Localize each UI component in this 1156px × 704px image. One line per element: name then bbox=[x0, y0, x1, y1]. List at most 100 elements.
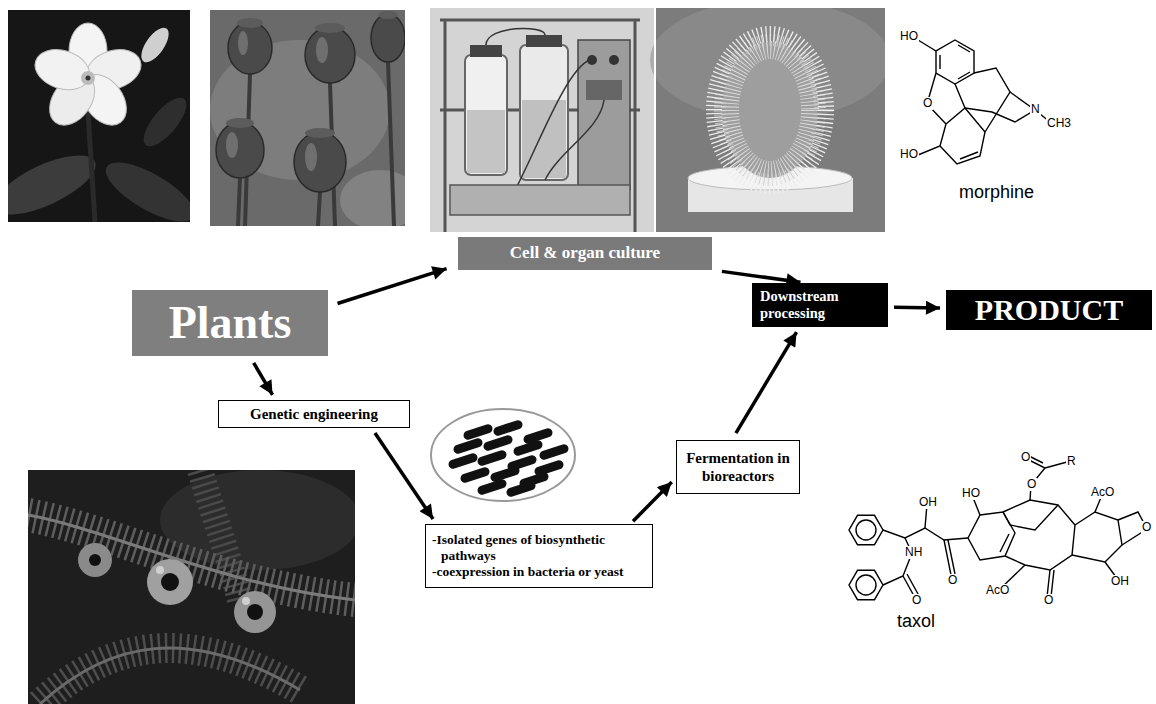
node-text: PRODUCT bbox=[954, 292, 1144, 328]
bacteria-illustration-part-part bbox=[482, 434, 513, 452]
morphine-structure bbox=[918, 40, 1050, 164]
process-box: Genetic engineering bbox=[218, 400, 410, 428]
atom-label: AcO bbox=[1090, 486, 1115, 499]
bioreactor-photo-part bbox=[730, 50, 810, 170]
yew-photo bbox=[28, 470, 355, 704]
process-box: -Isolated genes of biosynthetic pathways… bbox=[425, 524, 653, 588]
taxol-structure-part bbox=[1003, 505, 1058, 530]
periwinkle-photo-part bbox=[88, 112, 95, 222]
bioreactor-photo-part bbox=[609, 55, 619, 65]
periwinkle-photo bbox=[8, 10, 190, 222]
periwinkle-photo-part bbox=[136, 23, 174, 66]
morphine-structure-part bbox=[974, 68, 1010, 132]
bacteria-illustration-part-part bbox=[489, 465, 520, 483]
taxol-structure-part bbox=[849, 515, 883, 544]
node-text: Genetic engineering bbox=[227, 405, 401, 423]
taxol-structure-part bbox=[856, 520, 876, 540]
flow-arrow bbox=[894, 306, 940, 310]
yew-photo-part bbox=[40, 648, 300, 704]
flow-arrow bbox=[338, 269, 447, 304]
atom-label: NH bbox=[904, 546, 923, 559]
bacteria-illustration-part-part bbox=[476, 478, 507, 496]
compound-name: morphine bbox=[958, 183, 1035, 203]
poppy-photo-part bbox=[216, 122, 264, 178]
poppy-photo-part bbox=[237, 18, 263, 28]
compound-name: taxol bbox=[896, 612, 936, 632]
node-text: -coexpression in bacteria or yeast bbox=[432, 564, 646, 580]
taxol-structure-part bbox=[944, 540, 955, 575]
atom-label: HO bbox=[899, 30, 919, 43]
atom-label: O bbox=[947, 574, 958, 587]
node-text: Plants bbox=[140, 295, 320, 350]
periwinkle-photo-part bbox=[98, 151, 190, 222]
morphine-structure-part bbox=[940, 45, 970, 79]
bacteria-illustration-part bbox=[447, 419, 569, 498]
atom-label: O bbox=[1043, 594, 1054, 607]
morphine-structure-part bbox=[940, 108, 985, 164]
flow-arrow bbox=[633, 482, 672, 521]
yew-photo-part bbox=[247, 604, 263, 620]
yew-photo-part bbox=[234, 591, 276, 633]
morphine-structure-part bbox=[955, 84, 965, 108]
bioreactor-photo-part bbox=[467, 110, 505, 173]
atom-label: O bbox=[1020, 451, 1031, 464]
atom-label: O bbox=[911, 594, 922, 607]
morphine-structure-part bbox=[965, 108, 1035, 122]
bacteria-illustration-part-part bbox=[462, 423, 493, 441]
poppy-photo bbox=[210, 10, 405, 226]
taxol-structure-part bbox=[1027, 456, 1067, 500]
atom-label: N bbox=[1030, 103, 1041, 116]
morphine-structure-part bbox=[936, 40, 974, 84]
taxol-structure-part bbox=[1000, 534, 1009, 552]
poppy-photo-part bbox=[316, 37, 328, 63]
bioreactor-photo-part bbox=[440, 20, 640, 232]
yew-photo-part bbox=[40, 648, 300, 704]
poppy-photo-part bbox=[238, 31, 248, 55]
atom-label: R bbox=[1066, 455, 1077, 468]
bacteria-illustration bbox=[431, 409, 575, 501]
poppy-photo-part bbox=[228, 22, 272, 74]
yew-photo-part bbox=[147, 559, 193, 605]
bioreactor-photo-part bbox=[486, 28, 604, 210]
bacteria-illustration-part-part bbox=[447, 452, 478, 470]
bacteria-illustration-part-part bbox=[492, 419, 523, 437]
process-box: Downstream processing bbox=[752, 283, 888, 327]
periwinkle-photo-part-part bbox=[81, 71, 95, 85]
poppy-photo-part bbox=[305, 27, 355, 83]
flow-arrow bbox=[736, 332, 797, 433]
poppy-photo-part bbox=[226, 118, 254, 128]
poppy-photo-part bbox=[305, 128, 335, 138]
poppy-photo-part bbox=[315, 23, 345, 33]
atom-label: OH bbox=[1110, 575, 1130, 588]
node-text: -Isolated genes of biosynthetic pathways bbox=[432, 532, 646, 564]
poppy-photo-part bbox=[305, 143, 317, 171]
bioreactor-photo-part bbox=[430, 8, 655, 232]
morphine-structure-part bbox=[918, 124, 946, 155]
poppy-photo-part bbox=[371, 14, 405, 62]
taxol-structure-part bbox=[1072, 512, 1122, 562]
bacteria-illustration-part-part bbox=[512, 439, 543, 457]
source-box: Plants bbox=[132, 290, 328, 356]
bioreactor-photo-part bbox=[465, 55, 507, 175]
taxol-structure-part bbox=[856, 575, 876, 595]
morphine-structure-part bbox=[918, 40, 936, 51]
yew-photo-part bbox=[161, 573, 179, 591]
taxol-structure-part bbox=[849, 570, 883, 599]
yew-photo-part bbox=[156, 566, 164, 574]
atom-label: OH bbox=[918, 496, 938, 509]
bioreactor-photo-part bbox=[450, 185, 630, 215]
poppy-photo-part bbox=[294, 132, 346, 192]
atom-label: HO bbox=[961, 487, 981, 500]
atom-label: AcO bbox=[985, 584, 1010, 597]
taxol-structure-part bbox=[1047, 570, 1054, 597]
yew-photo-part bbox=[89, 554, 101, 566]
periwinkle-photo-part-part bbox=[86, 76, 91, 81]
morphine-structure-part bbox=[960, 152, 978, 159]
taxol-structure-part bbox=[968, 512, 1015, 560]
atom-label: CH3 bbox=[1046, 117, 1072, 130]
bioreactor-photo-part bbox=[586, 80, 622, 100]
bacteria-illustration-part bbox=[431, 409, 575, 501]
flow-arrow bbox=[375, 433, 433, 519]
result-box: PRODUCT bbox=[946, 290, 1152, 330]
